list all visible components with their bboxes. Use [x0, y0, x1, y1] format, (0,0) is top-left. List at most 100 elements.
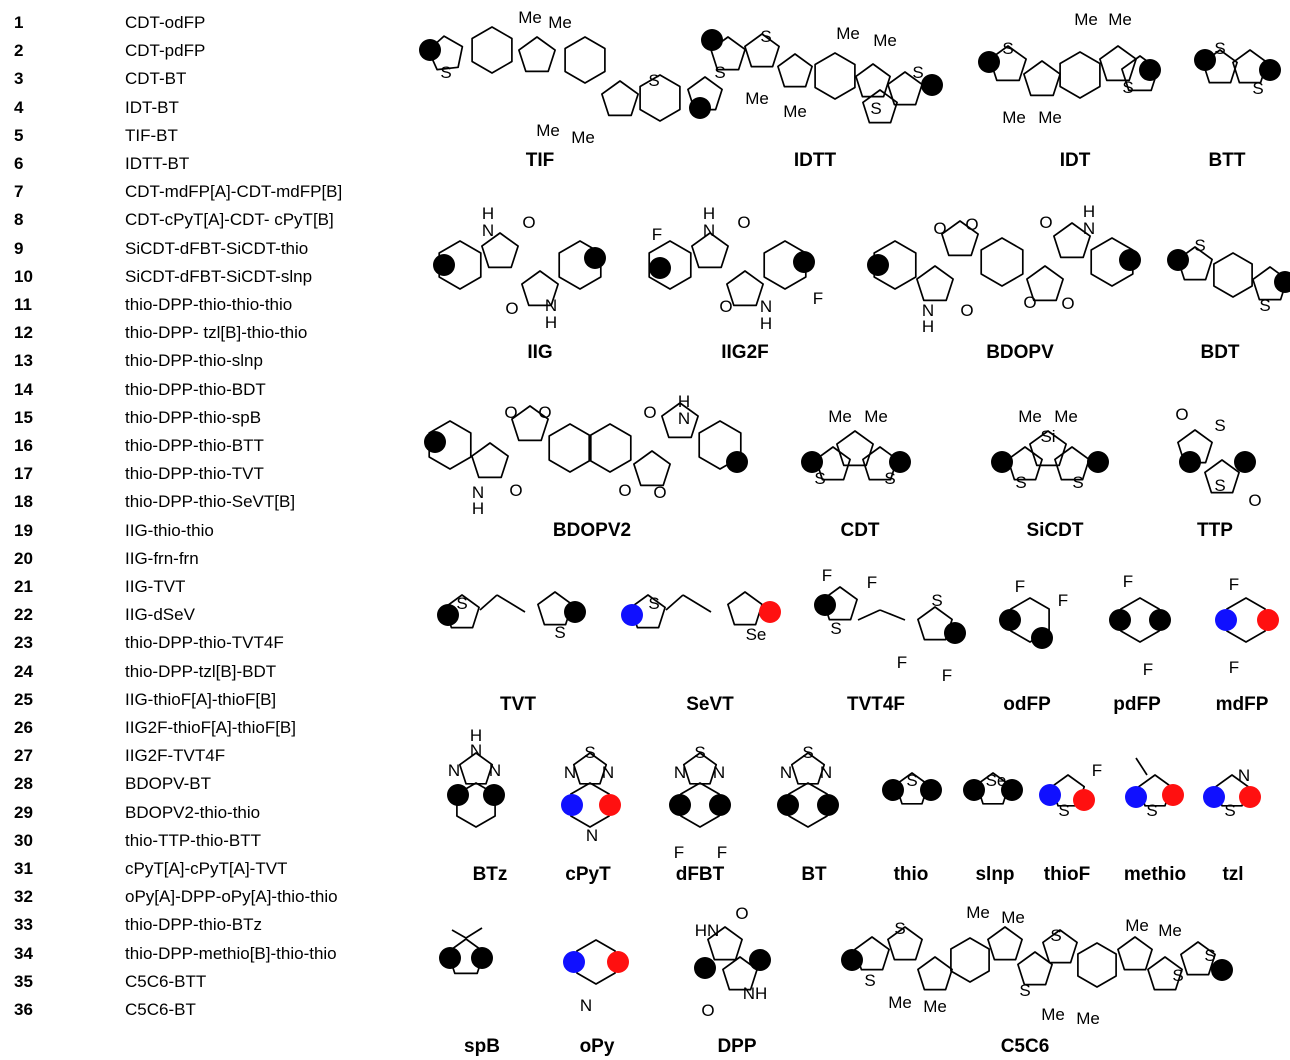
fragment-structure-sevt: SSe — [621, 591, 781, 644]
atom-me: Me — [1125, 916, 1149, 935]
compound-row: 22 IIG-dSeV — [0, 602, 410, 628]
compound-row: 5 TIF-BT — [0, 123, 410, 149]
atom-f: F — [1015, 577, 1025, 596]
compound-list: 1 CDT-odFP 2 CDT-pdFP 3 CDT-BT 4 IDT-BT … — [0, 0, 410, 1060]
atom-h: H — [922, 317, 934, 336]
compound-name: BDOPV2-thio-thio — [125, 802, 261, 822]
attachment-site — [978, 51, 1000, 73]
attachment-site — [1167, 249, 1189, 271]
compound-row: 32 oPy[A]-DPP-oPy[A]-thio-thio — [0, 884, 410, 910]
atom-o: O — [933, 219, 946, 238]
atom-o: O — [737, 213, 750, 232]
atom-f: F — [867, 573, 877, 592]
atom-s: S — [1019, 981, 1030, 1000]
compound-number: 11 — [14, 295, 32, 314]
atom-me: Me — [828, 407, 852, 426]
compound-row: 35 C5C6-BTT — [0, 969, 410, 995]
attachment-site — [841, 949, 863, 971]
compound-row: 20 IIG-frn-frn — [0, 546, 410, 572]
attachment-site — [920, 779, 942, 801]
compound-number: 23 — [14, 633, 33, 653]
fragment-label-bdopv2: BDOPV2 — [553, 520, 631, 541]
compound-name: C5C6-BT — [125, 1000, 196, 1019]
compound-row: 24 thio-DPP-tzl[B]-BDT — [0, 659, 410, 685]
attachment-site — [1259, 59, 1281, 81]
atom-s: S — [1122, 78, 1133, 97]
compound-name: SiCDT-dFBT-SiCDT-thio — [125, 238, 309, 258]
atom-o: O — [965, 215, 978, 234]
atom-f: F — [1092, 761, 1102, 780]
compound-number: 25 — [14, 689, 33, 709]
attachment-site — [882, 779, 904, 801]
compound-number: 1 — [14, 13, 24, 32]
compound-number: 17 — [14, 464, 33, 484]
atom-s: S — [648, 71, 659, 90]
atom-o: O — [701, 1001, 714, 1020]
atom-n: N — [472, 483, 484, 502]
compound-name: thio-DPP-tzl[B]-BDT — [125, 661, 277, 681]
compound-number: 19 — [14, 520, 33, 540]
compound-row: 34 thio-DPP-methio[B]-thio-thio — [0, 941, 410, 967]
attachment-site — [944, 622, 966, 644]
atom-s: S — [1214, 416, 1225, 435]
compound-number: 32 — [14, 887, 33, 907]
atom-s: S — [554, 623, 565, 642]
atom-h: H — [472, 499, 484, 518]
atom-me: Me — [783, 102, 807, 121]
atom-me: Me — [1018, 407, 1042, 426]
compound-row: 36 C5C6-BT — [0, 997, 410, 1023]
compound-name: CDT-odFP — [125, 13, 206, 32]
attachment-site-blue — [1215, 609, 1237, 631]
compound-row: 14 thio-DPP-thio-BDT — [0, 377, 410, 403]
attachment-site — [1211, 959, 1233, 981]
atom-h: H — [1083, 202, 1095, 221]
compound-number: 33 — [14, 915, 33, 935]
fragment-structure-methio: S — [1125, 757, 1184, 820]
attachment-site-blue — [1125, 786, 1147, 808]
compound-name: BDOPV-BT — [125, 774, 211, 794]
atom-me: Me — [1076, 1009, 1100, 1028]
fragment-label-c5c6: C5C6 — [1001, 1036, 1050, 1057]
fragment-structure-odfp: FF — [999, 577, 1068, 649]
compound-row: 7 CDT-mdFP[A]-CDT-mdFP[B] — [0, 179, 410, 205]
attachment-site — [889, 451, 911, 473]
attachment-site — [1119, 249, 1141, 271]
attachment-site — [801, 451, 823, 473]
compound-number: 28 — [14, 774, 33, 794]
compound-row: 23 thio-DPP-thio-TVT4F — [0, 630, 410, 656]
compound-row: 28 BDOPV-BT — [0, 771, 410, 797]
atom-s: S — [912, 63, 923, 82]
attachment-site — [1234, 451, 1256, 473]
atom-n: N — [448, 761, 460, 780]
compound-name: IDT-BT — [125, 97, 179, 117]
compound-row: 1 CDT-odFP — [0, 10, 410, 36]
attachment-site-red — [1257, 609, 1279, 631]
attachment-site — [817, 794, 839, 816]
fragment-structure-mdfp: FF — [1215, 575, 1279, 677]
atom-o: O — [1039, 213, 1052, 232]
compound-row: 18 thio-DPP-thio-SeVT[B] — [0, 489, 410, 515]
atom-f: F — [1143, 660, 1153, 679]
attachment-site — [963, 779, 985, 801]
atom-s: S — [1224, 801, 1235, 820]
compound-name: CDT-mdFP[A]-CDT-mdFP[B] — [125, 182, 343, 202]
atom-me: Me — [518, 8, 542, 27]
atom-n: N — [1083, 219, 1095, 238]
atom-s: S — [714, 63, 725, 82]
fragment-label-tvt: TVT — [500, 694, 536, 715]
atom-f: F — [822, 566, 832, 585]
atom-f: F — [813, 289, 823, 308]
atom-s: S — [1146, 801, 1157, 820]
atom-h: H — [482, 204, 494, 223]
compound-number: 3 — [14, 69, 24, 89]
atom-s: S — [584, 743, 595, 762]
atom-n: N — [820, 763, 832, 782]
fragment-label-tvt4f: TVT4F — [847, 694, 905, 715]
fragment-label-bdopv: BDOPV — [986, 342, 1054, 363]
fragment-label-ttp: TTP — [1197, 520, 1233, 541]
atom-h: H — [470, 726, 482, 745]
attachment-site — [1274, 271, 1290, 293]
